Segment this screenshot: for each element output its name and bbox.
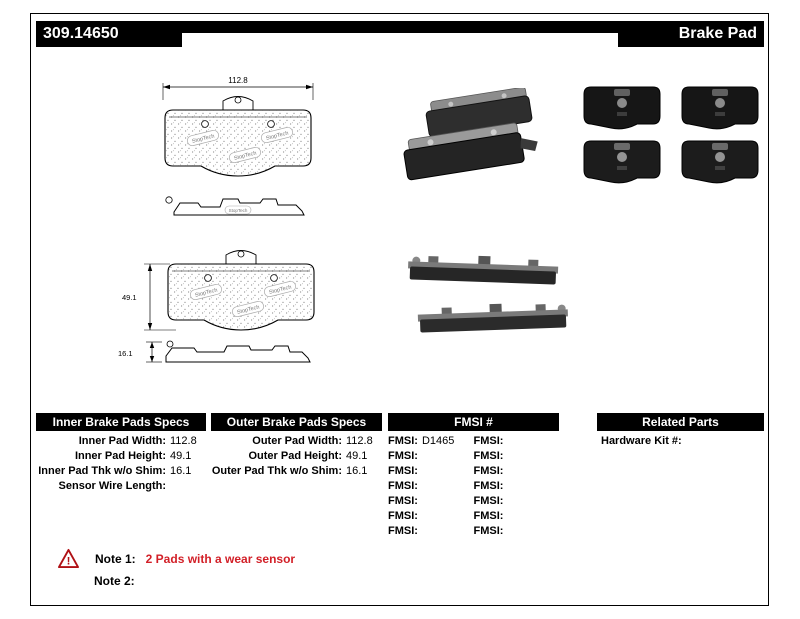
inner-specs-column: Inner Pad Width: 112.8 Inner Pad Height:… [36,434,206,494]
fmsi-label: FMSI: [388,465,418,477]
note-2-label: Note 2: [94,574,135,588]
brand-watermark: StopTech [191,133,215,144]
fmsi-cell: FMSI: [474,524,560,539]
fmsi-row: FMSI:D1465 FMSI: [388,434,559,449]
brand-watermark: StopTech [233,150,257,161]
warning-icon: ! [58,548,79,569]
fmsi-label: FMSI: [473,480,504,492]
spec-row: Outer Pad Thk w/o Shim: 16.1 [211,464,382,479]
fmsi-cell: FMSI: [388,494,474,509]
fmsi-label: FMSI: [388,480,418,492]
note-2: Note 2: [94,574,135,588]
header-strip [182,21,618,33]
spec-label: Inner Pad Thk w/o Shim: [38,465,166,477]
spec-label: Sensor Wire Length: [58,480,166,492]
outer-pad-front-drawing: 49.1 StopTech StopTech StopTech [122,250,315,331]
fmsi-label: FMSI: [473,465,504,477]
spec-value: 16.1 [346,465,368,477]
fmsi-cell: FMSI: [474,494,560,509]
spec-row: Outer Pad Height: 49.1 [211,449,382,464]
note-1: ! Note 1: 2 Pads with a wear sensor [57,548,295,569]
inner-pad-front-drawing: 112.8 StopTech StopTech StopTech [162,76,314,177]
brand-watermark: StopTech [236,304,260,315]
fmsi-label: FMSI: [388,450,418,462]
fmsi-header: FMSI # [388,413,559,431]
fmsi-label: FMSI: [473,435,504,447]
fmsi-row: FMSI: FMSI: [388,524,559,539]
fmsi-label: FMSI: [388,435,418,447]
spec-label: Outer Pad Height: [248,450,342,462]
outer-specs-header: Outer Brake Pads Specs [211,413,382,431]
fmsi-cell: FMSI:D1465 [388,434,474,449]
fmsi-row: FMSI: FMSI: [388,449,559,464]
brake-pads-photo-angled [403,88,538,181]
pad-thickness-profile-drawing: 16.1 [118,340,311,363]
fmsi-label: FMSI: [473,495,504,507]
fmsi-value: D1465 [421,435,455,447]
note-1-text: 2 Pads with a wear sensor [145,551,296,566]
fmsi-cell: FMSI: [474,449,560,464]
height-dimension-label: 49.1 [122,293,137,302]
spec-value: 49.1 [346,450,368,462]
thickness-dimension-label: 16.1 [118,349,133,358]
spec-label: Inner Pad Width: [78,435,166,447]
fmsi-cell: FMSI: [388,479,474,494]
fmsi-row: FMSI: FMSI: [388,479,559,494]
fmsi-cell: FMSI: [474,464,560,479]
fmsi-label: FMSI: [388,525,418,537]
fmsi-cell: FMSI: [388,524,474,539]
part-number: 309.14650 [43,25,119,42]
spec-value: 16.1 [170,465,192,477]
fmsi-cell: FMSI: [474,434,560,449]
svg-text:!: ! [67,556,71,568]
fmsi-cell: FMSI: [474,509,560,524]
spec-value [166,479,206,494]
product-title: Brake Pad [678,25,757,42]
pad-side-profile-drawing: StopTech [165,196,305,216]
part-number-banner: 309.14650 [36,21,182,47]
fmsi-label: FMSI: [388,510,418,522]
spec-row: Inner Pad Height: 49.1 [36,449,206,464]
brand-watermark: StopTech [268,284,292,295]
width-dimension-label: 112.8 [228,76,248,85]
brake-pads-photo-set [583,86,759,184]
outer-specs-column: Outer Pad Width: 112.8 Outer Pad Height:… [211,434,382,479]
brake-pads-photo-side [408,255,568,333]
fmsi-label: FMSI: [388,495,418,507]
spec-row: Sensor Wire Length: [36,479,206,494]
related-part-label: Hardware Kit #: [601,435,682,447]
fmsi-label: FMSI: [473,450,504,462]
fmsi-cell: FMSI: [388,464,474,479]
fmsi-label: FMSI: [473,510,504,522]
brand-watermark: StopTech [194,287,218,298]
spec-row: Inner Pad Width: 112.8 [36,434,206,449]
spec-value: 112.8 [346,435,373,447]
spec-value: 112.8 [170,435,197,447]
fmsi-cell: FMSI: [388,509,474,524]
spec-row: Outer Pad Width: 112.8 [211,434,382,449]
fmsi-row: FMSI: FMSI: [388,509,559,524]
spec-label: Outer Pad Thk w/o Shim: [211,465,342,477]
page-border [30,13,769,606]
spec-label: Inner Pad Height: [74,450,166,462]
related-parts-column: Hardware Kit #: [601,434,764,449]
spec-row: Inner Pad Thk w/o Shim: 16.1 [36,464,206,479]
fmsi-label: FMSI: [473,525,504,537]
brand-watermark: StopTech [265,130,289,141]
fmsi-cell: FMSI: [474,479,560,494]
spec-label: Outer Pad Width: [252,435,342,447]
brand-watermark: StopTech [229,208,248,213]
related-part-row: Hardware Kit #: [601,434,764,449]
fmsi-row: FMSI: FMSI: [388,464,559,479]
fmsi-row: FMSI: FMSI: [388,494,559,509]
fmsi-cell: FMSI: [388,449,474,464]
spec-value: 49.1 [170,450,192,462]
inner-specs-header: Inner Brake Pads Specs [36,413,206,431]
related-parts-header: Related Parts [597,413,764,431]
product-title-banner: Brake Pad [618,21,764,47]
note-1-label: Note 1: [95,551,136,566]
fmsi-column: FMSI:D1465 FMSI: FMSI: FMSI: FMSI: FMSI:… [388,434,559,539]
